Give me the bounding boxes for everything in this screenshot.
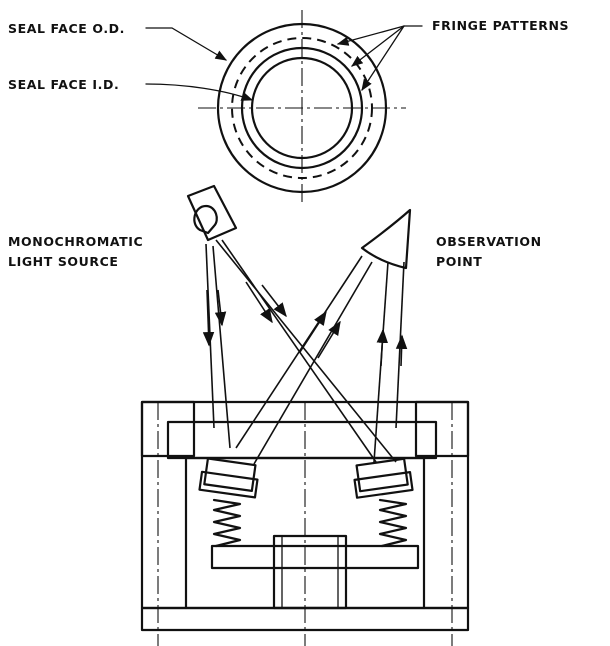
fringe-patterns-label: FRINGE PATTERNS — [432, 18, 569, 33]
left-seal-head — [198, 457, 259, 499]
ray-arrow-1 — [202, 289, 215, 347]
lamp-bulb — [193, 204, 218, 235]
ray-arrow-4 — [261, 284, 287, 318]
seal-id-leader — [145, 83, 254, 101]
ray-arrow-8 — [395, 334, 408, 367]
spring-base-plate — [210, 544, 420, 570]
seal-face-view — [198, 10, 406, 205]
ray-arrow-6 — [317, 320, 341, 359]
fringe-leader-1 — [336, 25, 423, 46]
ray-lamp-left-outer — [205, 243, 215, 429]
seal-face-od-label: SEAL FACE O.D. — [8, 21, 125, 36]
lamp-icon — [186, 184, 238, 242]
left-seal-holder — [198, 470, 259, 499]
ray-arrow-2 — [214, 289, 227, 327]
right-seal-head — [353, 457, 414, 499]
right-clamp-block — [414, 400, 470, 458]
light-source-label-line1: MONOCHROMATIC — [8, 234, 143, 249]
lamp-housing — [186, 184, 238, 242]
seal-od-leader — [145, 27, 228, 61]
ray-arrow-5 — [299, 310, 327, 353]
left-spring — [212, 498, 242, 548]
light-source-label-line2: LIGHT SOURCE — [8, 254, 119, 269]
ray-obs-cross-2 — [253, 261, 373, 465]
observation-lens — [360, 208, 412, 270]
right-spring — [378, 498, 408, 548]
seal-face-id-label: SEAL FACE I.D. — [8, 77, 119, 92]
test-fixture — [140, 400, 470, 646]
observation-label-line2: POINT — [436, 254, 482, 269]
ray-lamp-cross-1 — [215, 239, 397, 463]
right-seal-holder — [353, 470, 414, 499]
ray-arrow-3 — [245, 281, 273, 324]
ray-arrow-7 — [376, 328, 389, 367]
ray-lamp-left-inner — [212, 245, 231, 449]
observation-eye-icon — [360, 208, 412, 270]
observation-label-line1: OBSERVATION — [436, 234, 542, 249]
light-rays — [202, 239, 408, 465]
ray-obs-cross-1 — [235, 255, 363, 449]
fringe-leader-3 — [361, 25, 405, 91]
fringe-leader-2 — [351, 25, 405, 67]
label-leaders — [145, 25, 423, 101]
